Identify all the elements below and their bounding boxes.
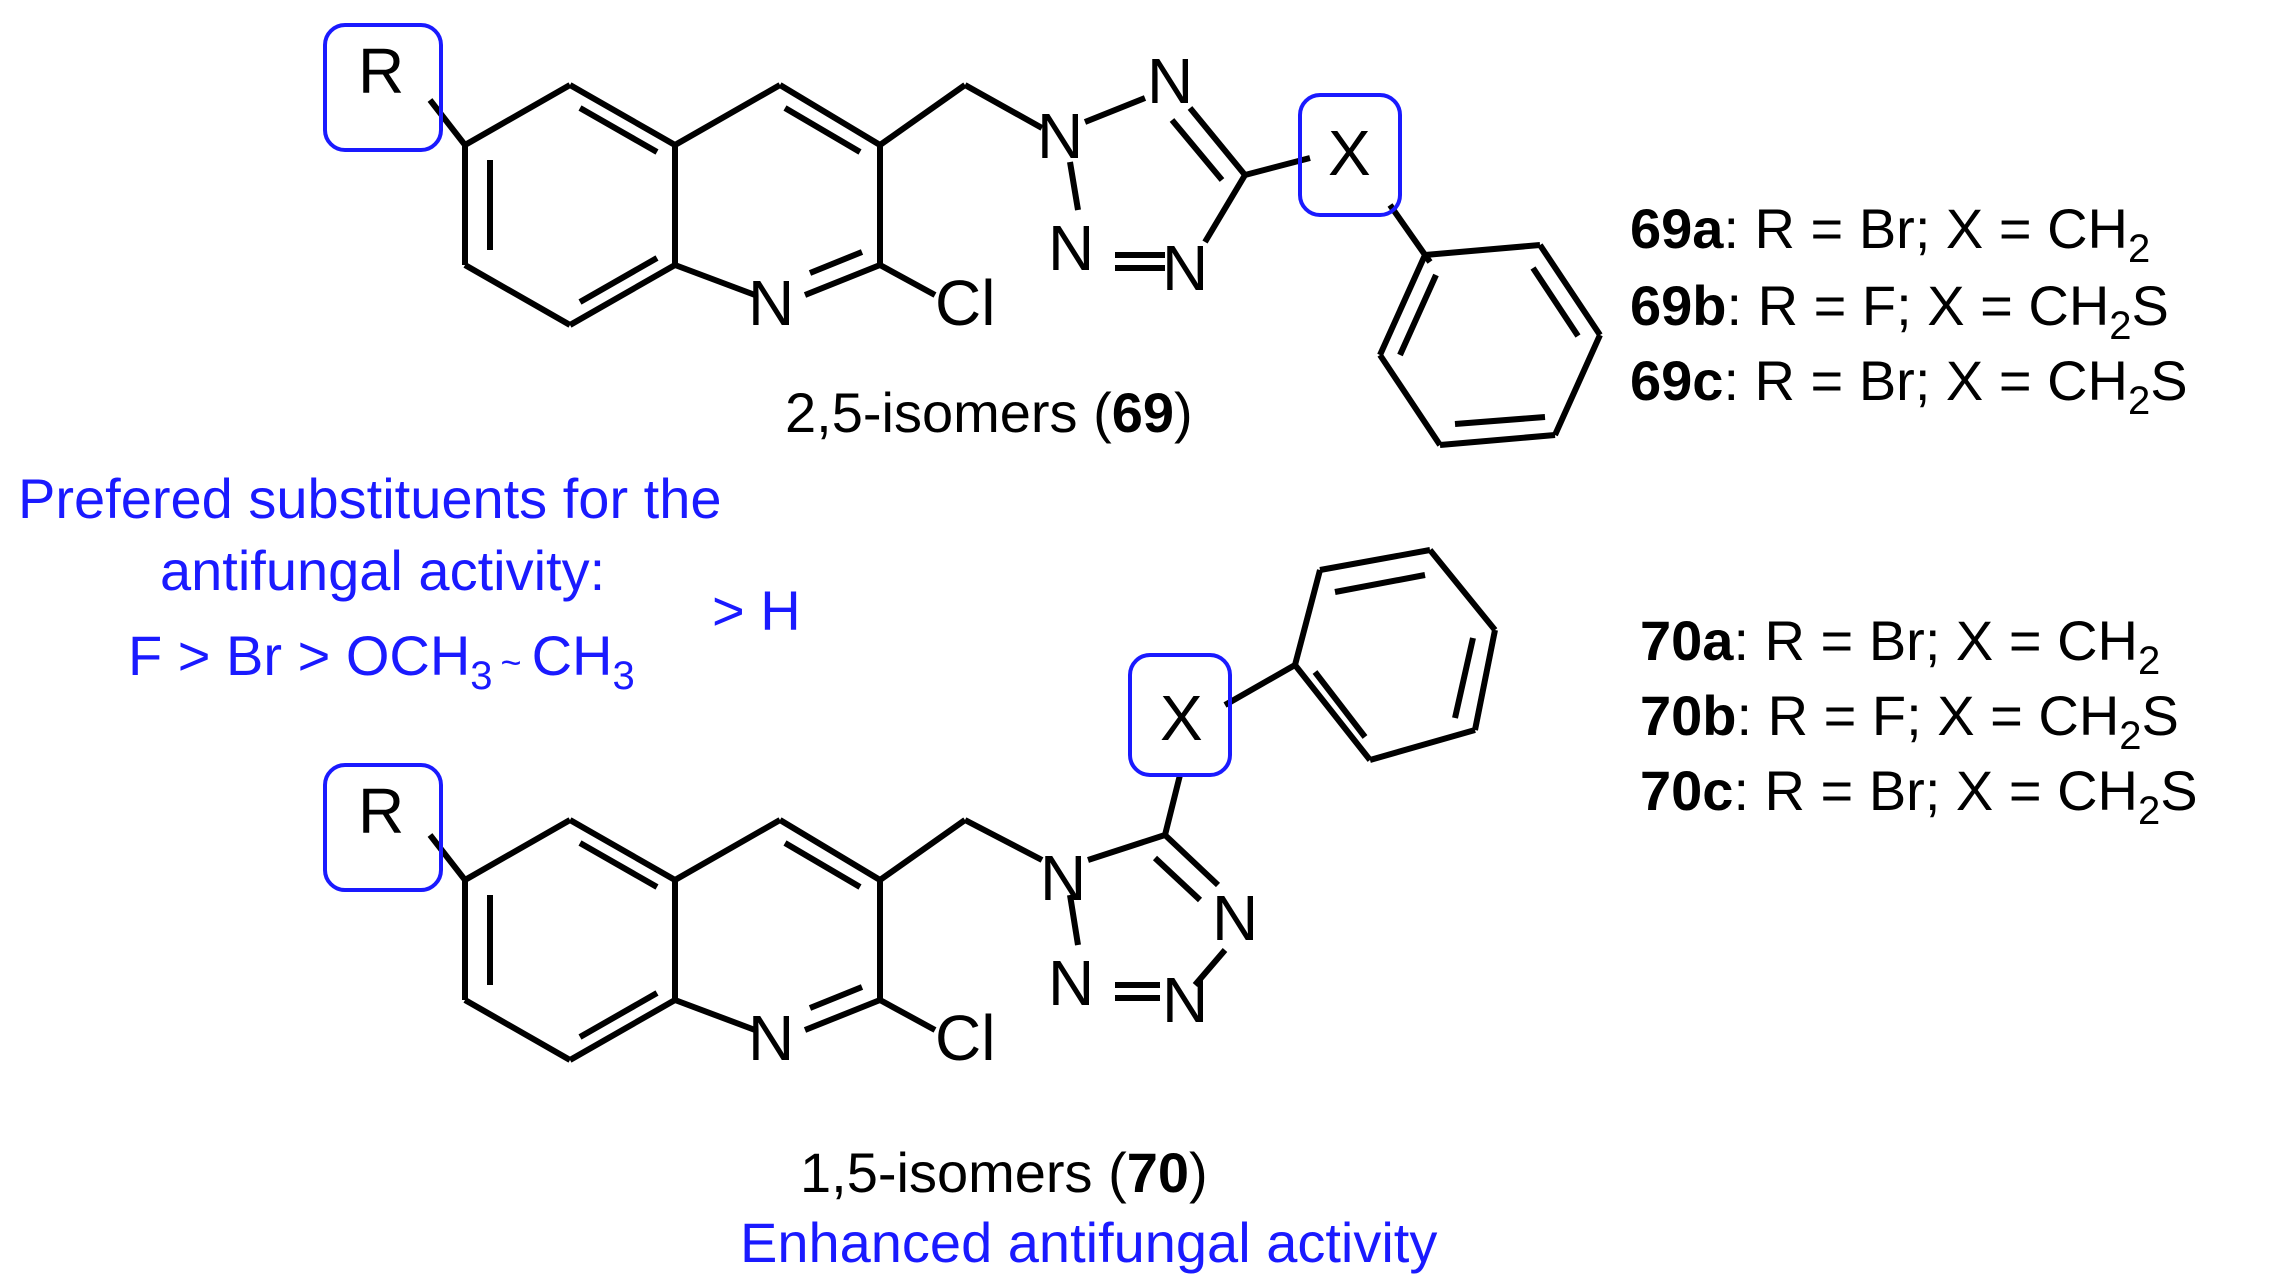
isomer-69-label: 2,5-isomers (69) xyxy=(785,381,1193,444)
compound-70b: 70b: R = F; X = CH2S xyxy=(1640,684,2179,758)
r-highlight-box-69 xyxy=(323,23,443,152)
atom-r-70: R xyxy=(358,775,404,847)
sar-order-h: > H xyxy=(712,579,801,642)
atom-n3-70: N xyxy=(1162,964,1208,1036)
atom-n1-70: N xyxy=(1040,842,1086,914)
atom-n-quinoline-69: N xyxy=(748,267,794,339)
x-highlight-box-69 xyxy=(1298,93,1402,217)
r-highlight-box-70 xyxy=(323,763,443,892)
structure-69: R X N N N N N Cl 2,5-isomers (69) xyxy=(323,23,1603,448)
phenyl-ring-70 xyxy=(1292,547,1498,763)
compound-69c: 69c: R = Br; X = CH2S xyxy=(1630,349,2188,423)
sar-order: F > Br > OCH3~CH3 xyxy=(128,624,635,698)
compound-69b: 69b: R = F; X = CH2S xyxy=(1630,274,2169,348)
atom-cl-70: Cl xyxy=(935,1002,995,1074)
sar-line-2: antifungal activity: xyxy=(160,539,605,602)
isomer-70-note: Enhanced antifungal activity xyxy=(740,1211,1437,1274)
x-highlight-box-70 xyxy=(1128,653,1232,777)
atom-n-quinoline-70: N xyxy=(748,1002,794,1074)
compound-70a: 70a: R = Br; X = CH2 xyxy=(1640,609,2160,683)
atom-cl-69: Cl xyxy=(935,267,995,339)
atom-n4-70: N xyxy=(1212,882,1258,954)
atom-n1-69: N xyxy=(1048,212,1094,284)
sar-note: Prefered substituents for the antifungal… xyxy=(18,467,801,698)
atom-n2-69: N xyxy=(1037,100,1083,172)
atom-n3-69: N xyxy=(1147,45,1193,117)
atom-n4-69: N xyxy=(1162,232,1208,304)
atom-x-70: X xyxy=(1160,682,1203,754)
atom-x-69: X xyxy=(1328,117,1371,189)
quinoline-bonds-70 xyxy=(427,817,1044,1063)
quinoline-bonds-69 xyxy=(427,82,1044,328)
tetrazole-bonds-70 xyxy=(1067,662,1297,1001)
compound-69a: 69a: R = Br; X = CH2 xyxy=(1630,197,2150,271)
compound-list-70: 70a: R = Br; X = CH2 70b: R = F; X = CH2… xyxy=(1640,609,2198,833)
sar-line-1: Prefered substituents for the xyxy=(18,467,722,530)
phenyl-ring-69 xyxy=(1377,242,1603,448)
compound-list-69: 69a: R = Br; X = CH2 69b: R = F; X = CH2… xyxy=(1630,197,2188,423)
structure-70: R X N N N N N Cl 1,5-isomers (70) Enhanc… xyxy=(323,547,1498,1274)
compound-70c: 70c: R = Br; X = CH2S xyxy=(1640,759,2198,833)
isomer-70-label: 1,5-isomers (70) xyxy=(800,1141,1208,1204)
atom-n2-70: N xyxy=(1048,947,1094,1019)
tetrazole-bonds-69 xyxy=(1067,95,1433,271)
atom-r-69: R xyxy=(358,35,404,107)
